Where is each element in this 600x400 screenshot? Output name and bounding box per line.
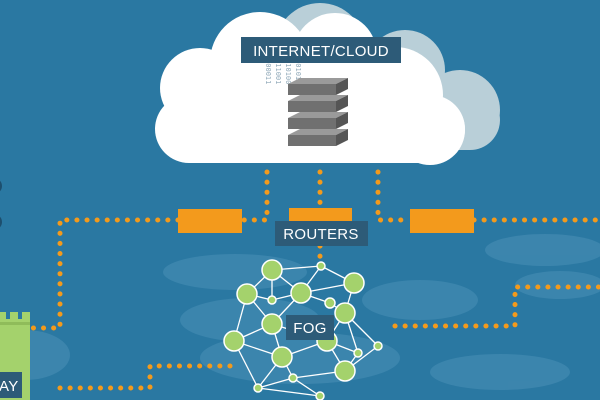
mesh-node [334, 302, 356, 324]
routers [178, 208, 474, 233]
gateway-label: AY [0, 372, 22, 398]
gateway-label-text: AY [0, 378, 19, 395]
routers-label-text: ROUTERS [283, 226, 358, 243]
cloud-label: INTERNET/CLOUD [241, 37, 401, 63]
mesh-node [316, 261, 326, 271]
fog-label: FOG [286, 315, 334, 340]
mesh-node [343, 272, 365, 294]
routers-label: ROUTERS [275, 221, 368, 246]
mesh-node [267, 295, 277, 305]
server-stack-icon [288, 78, 348, 146]
fog-to-right-edge [392, 284, 600, 329]
mesh-node [288, 373, 298, 383]
mesh-node [334, 360, 356, 382]
mesh-node [353, 348, 363, 358]
cloud-label-text: INTERNET/CLOUD [253, 43, 389, 60]
mesh-node [261, 259, 283, 281]
router-left [178, 209, 242, 233]
fog-to-gateway-bottom [57, 363, 233, 391]
background-haze [0, 234, 600, 390]
router-right [410, 209, 474, 233]
mesh-node [236, 283, 258, 305]
mesh-node [315, 391, 325, 400]
fog-label-text: FOG [293, 320, 326, 337]
mesh-node [373, 341, 383, 351]
router-left-to-gateway [27, 217, 181, 331]
mesh-node [324, 297, 336, 309]
cloud-to-router-right [375, 169, 413, 223]
mesh-node [290, 282, 312, 304]
cloud-shape [155, 3, 500, 165]
mesh-node [261, 313, 283, 335]
edge-device-icons [0, 180, 2, 228]
router-center [289, 208, 352, 222]
mesh-node [271, 346, 293, 368]
mesh-node [253, 383, 263, 393]
connection-lines [27, 169, 600, 391]
mesh-node [223, 330, 245, 352]
cloud-to-router-left [239, 169, 270, 223]
